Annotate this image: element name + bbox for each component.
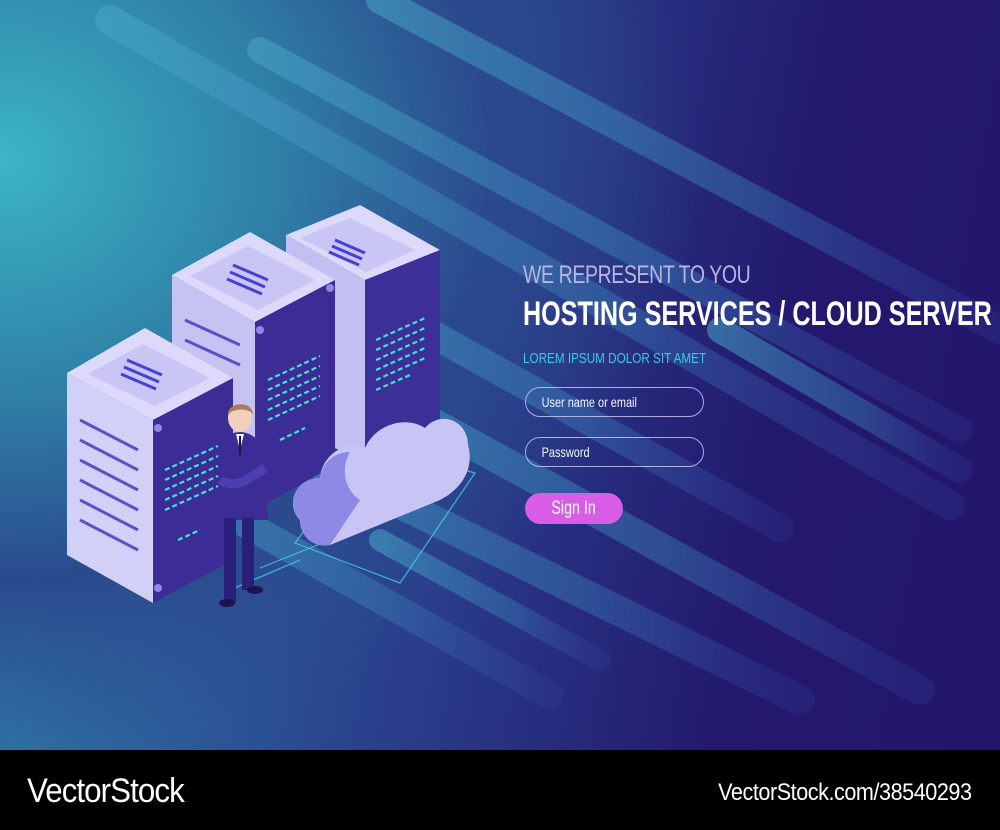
image-reference: VectorStock.com/38540293 xyxy=(718,779,973,806)
eyebrow-text: WE REPRESENT TO YOU xyxy=(523,261,751,289)
headline-block: WE REPRESENT TO YOU HOSTING SERVICES / C… xyxy=(523,258,1000,367)
watermark-footer: VectorStock VectorStock.com/38540293 xyxy=(0,750,1000,830)
hero-banner: WE REPRESENT TO YOU HOSTING SERVICES / C… xyxy=(0,0,1000,750)
cloud-icon xyxy=(292,418,470,546)
username-field[interactable] xyxy=(525,387,704,417)
server-rack-icon xyxy=(286,205,440,465)
businessman-figure xyxy=(217,404,268,607)
sign-in-label: Sign In xyxy=(551,497,597,519)
subtitle-text: LOREM IPSUM DOLOR SIT AMET xyxy=(523,350,707,367)
username-input[interactable] xyxy=(526,388,698,416)
password-input[interactable] xyxy=(526,438,698,466)
sign-in-button[interactable]: Sign In xyxy=(525,493,623,524)
hosting-illustration xyxy=(67,205,476,607)
page-title: HOSTING SERVICES / CLOUD SERVER xyxy=(523,295,992,333)
server-rack-icon xyxy=(67,328,233,603)
brand-logo: VectorStock xyxy=(27,772,185,810)
password-field[interactable] xyxy=(525,437,704,467)
